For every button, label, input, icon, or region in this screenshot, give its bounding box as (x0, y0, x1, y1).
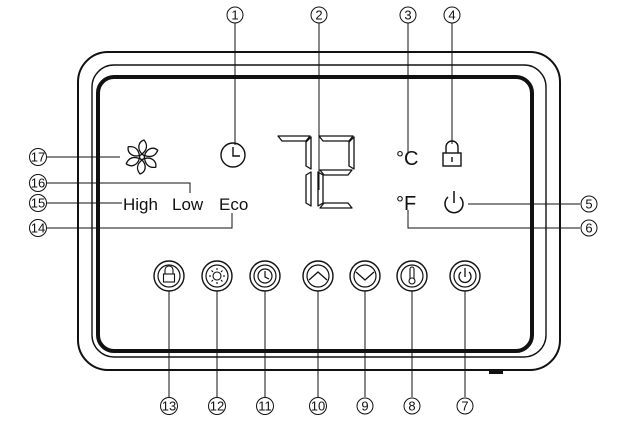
callout-13: 13 (160, 397, 178, 415)
power-icon (458, 268, 472, 284)
power-button[interactable] (449, 260, 481, 292)
clock-icon (220, 142, 246, 168)
svg-text:1: 1 (231, 8, 238, 23)
svg-text:14: 14 (31, 221, 45, 236)
callout-5: 5 (580, 195, 598, 213)
sun-button[interactable] (201, 260, 233, 292)
callout-4: 4 (443, 6, 461, 24)
device-screen (96, 75, 534, 353)
down-button[interactable] (349, 260, 381, 292)
svg-text:16: 16 (31, 176, 45, 191)
fan-speed-high-label: High (123, 195, 158, 214)
lock-icon (162, 265, 176, 283)
callout-1: 1 (226, 6, 244, 24)
fan-speed-low-label: Low (172, 195, 204, 214)
callout-14: 14 (29, 219, 47, 237)
up-button[interactable] (302, 260, 334, 292)
chevron-up-icon (308, 271, 328, 281)
lock-button[interactable] (153, 260, 185, 292)
fan-speed-eco-label: Eco (219, 195, 248, 214)
callout-8: 8 (403, 397, 421, 415)
celsius-unit-label: °C (396, 148, 418, 170)
lock-icon (442, 140, 462, 167)
svg-text:2: 2 (315, 8, 322, 23)
callout-11: 11 (256, 397, 274, 415)
temperature-button[interactable] (396, 260, 428, 292)
clock-icon (257, 268, 273, 284)
svg-text:13: 13 (162, 399, 176, 414)
callout-markers: 1 2 3 4 5 6 7 8 9 10 11 12 13 14 15 16 1… (29, 6, 598, 415)
seven-segment-display (277, 135, 355, 209)
callout-12: 12 (208, 397, 226, 415)
callout-lines (47, 23, 580, 397)
callout-3: 3 (399, 6, 417, 24)
power-icon (444, 191, 464, 214)
chevron-down-icon (355, 271, 375, 281)
callout-6: 6 (580, 219, 598, 237)
callout-2: 2 (310, 6, 328, 24)
svg-text:6: 6 (585, 221, 592, 236)
svg-text:9: 9 (361, 399, 368, 414)
thermometer-icon (408, 266, 416, 285)
device-side-tab (489, 370, 503, 374)
callout-17: 17 (29, 148, 47, 166)
timer-button[interactable] (249, 260, 281, 292)
fan-icon (125, 139, 159, 175)
svg-text:17: 17 (31, 150, 45, 165)
svg-text:8: 8 (408, 399, 415, 414)
svg-text:7: 7 (461, 399, 468, 414)
svg-text:3: 3 (404, 8, 411, 23)
fahrenheit-unit-label: °F (396, 193, 416, 215)
callout-16: 16 (29, 174, 47, 192)
callout-15: 15 (29, 194, 47, 212)
svg-text:15: 15 (31, 196, 45, 211)
callout-9: 9 (356, 397, 374, 415)
svg-text:4: 4 (448, 8, 455, 23)
sun-icon (209, 268, 225, 284)
svg-text:11: 11 (258, 399, 272, 414)
callout-7: 7 (456, 397, 474, 415)
svg-text:10: 10 (311, 399, 325, 414)
callout-10: 10 (309, 397, 327, 415)
svg-text:12: 12 (210, 399, 224, 414)
svg-text:5: 5 (585, 197, 592, 212)
